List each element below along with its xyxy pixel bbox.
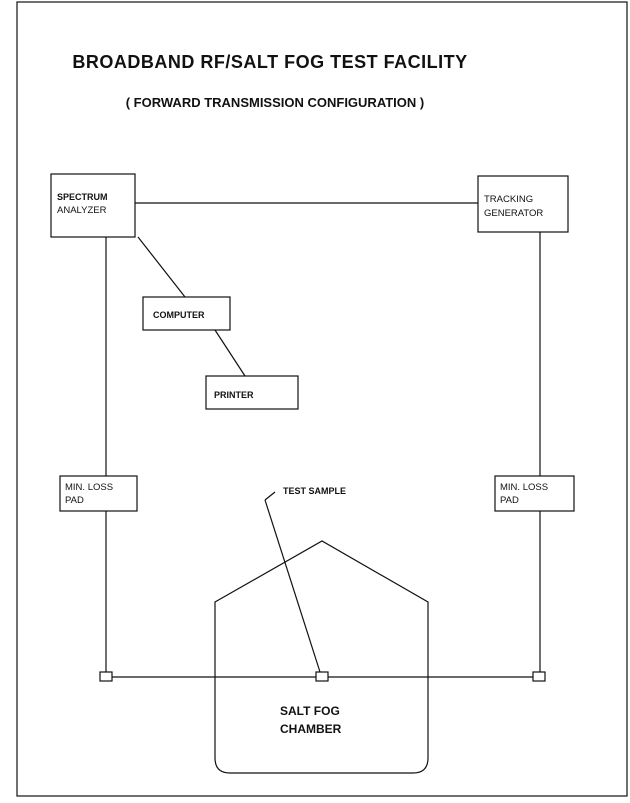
- tracking-generator-label-line2: GENERATOR: [484, 208, 543, 219]
- diagram-title: BROADBAND RF/SALT FOG TEST FACILITY: [72, 52, 467, 72]
- salt-fog-chamber-label-line2: CHAMBER: [280, 722, 342, 736]
- spectrum-analyzer-label-line2: ANALYZER: [57, 205, 107, 216]
- connector-right: [532, 671, 546, 682]
- test-sample-leader: [264, 499, 321, 673]
- printer-box: PRINTER: [205, 375, 299, 410]
- test-sample-label: TEST SAMPLE: [283, 486, 346, 496]
- computer-box: COMPUTER: [142, 296, 231, 331]
- min-loss-pad-left-label-line2: PAD: [65, 495, 84, 506]
- salt-fog-chamber-label-line1: SALT FOG: [280, 704, 340, 718]
- diagram-subtitle: ( FORWARD TRANSMISSION CONFIGURATION ): [126, 95, 425, 110]
- computer-label: COMPUTER: [153, 310, 205, 320]
- connector-test-sample: [315, 671, 329, 682]
- min-loss-pad-right-label-line2: PAD: [500, 495, 519, 506]
- min-loss-pad-left-label-line1: MIN. LOSS: [65, 482, 113, 493]
- connector-left: [99, 671, 113, 682]
- min-loss-pad-right-box: MIN. LOSS PAD: [494, 475, 575, 512]
- printer-label: PRINTER: [214, 390, 254, 400]
- test-sample-leader-tick: [264, 491, 276, 501]
- spectrum-analyzer-box: SPECTRUM ANALYZER: [50, 173, 136, 238]
- spectrum-analyzer-label-line1: SPECTRUM: [57, 192, 108, 202]
- tracking-generator-box: TRACKING GENERATOR: [477, 175, 569, 233]
- salt-fog-chamber-outline: [214, 540, 429, 774]
- tracking-generator-label-line1: TRACKING: [484, 194, 533, 205]
- min-loss-pad-right-label-line1: MIN. LOSS: [500, 482, 548, 493]
- computer-printer-link: [214, 329, 246, 377]
- min-loss-pad-left-box: MIN. LOSS PAD: [59, 475, 138, 512]
- page-border: [16, 1, 628, 797]
- analyzer-computer-link: [137, 236, 186, 298]
